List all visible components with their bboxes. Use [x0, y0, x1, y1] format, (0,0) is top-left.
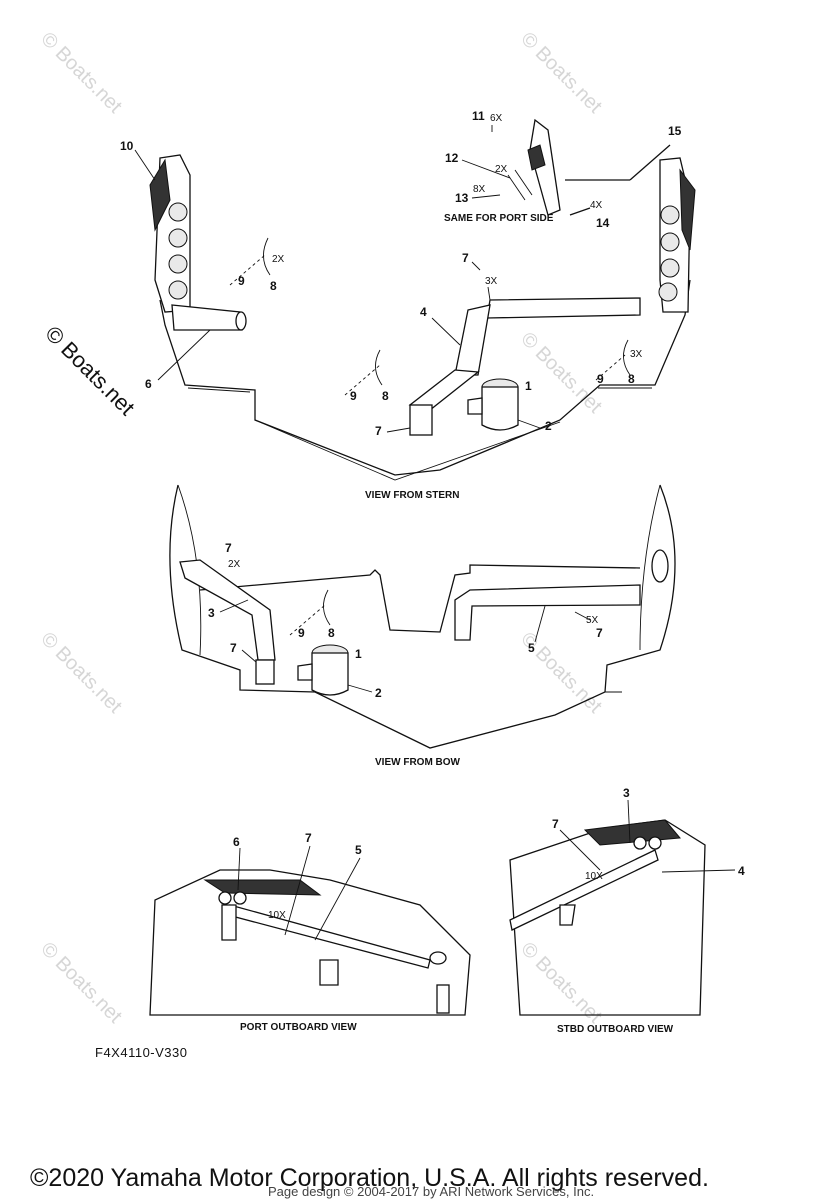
watermark: © Boats.net: [516, 28, 606, 118]
multiplier-10x: 10X: [268, 910, 286, 921]
part-label-2: 2: [545, 419, 552, 433]
bow-labels: 7 2X 3 9 8 7 1 2 5X 7 5 VIEW FROM BOW: [208, 541, 603, 768]
stern-view: [149, 154, 696, 481]
multiplier-3x: 3X: [630, 349, 643, 360]
multiplier-5x: 5X: [586, 615, 599, 626]
part-label-7: 7: [552, 817, 559, 831]
part-label-8: 8: [382, 389, 389, 403]
part-label-5: 5: [355, 843, 362, 857]
part-label-8: 8: [270, 279, 277, 293]
part-label-13: 13: [455, 191, 469, 205]
stbd-outboard-labels: 3 7 10X 4 STBD OUTBOARD VIEW: [552, 786, 745, 1035]
part-label-6: 6: [233, 835, 240, 849]
part-label-7: 7: [462, 251, 469, 265]
view-from-bow-label: VIEW FROM BOW: [375, 757, 461, 768]
bow-view: [169, 484, 676, 749]
multiplier-3x: 3X: [485, 276, 498, 287]
part-label-7: 7: [596, 626, 603, 640]
multiplier-10x: 10X: [585, 871, 603, 882]
copyright-text: ©2020 Yamaha Motor Corporation, U.S.A. A…: [30, 1164, 709, 1192]
part-label-9: 9: [597, 372, 604, 386]
multiplier-8x: 8X: [473, 184, 486, 195]
part-label-14: 14: [596, 216, 610, 230]
port-outboard-view-label: PORT OUTBOARD VIEW: [240, 1022, 357, 1033]
part-label-9: 9: [238, 274, 245, 288]
part-label-5: 5: [528, 641, 535, 655]
part-label-11: 11: [472, 109, 485, 123]
stbd-outboard-view-label: STBD OUTBOARD VIEW: [557, 1024, 674, 1035]
watermark: © Boats.net: [36, 28, 126, 118]
stern-labels: 10 11 6X 12 2X 13 8X SAME FOR PORT SIDE …: [120, 109, 682, 501]
part-label-7: 7: [225, 541, 232, 555]
part-label-4: 4: [738, 864, 745, 878]
part-label-9: 9: [298, 626, 305, 640]
part-label-3: 3: [623, 786, 630, 800]
multiplier-6x: 6X: [490, 113, 503, 124]
part-label-7: 7: [305, 831, 312, 845]
page-credit: Page design © 2004-2017 by ARI Network S…: [268, 1184, 594, 1199]
part-label-3: 3: [208, 606, 215, 620]
watermark: © Boats.net: [36, 628, 126, 718]
watermark-dark: © Boats.net: [40, 321, 139, 420]
part-label-10: 10: [120, 139, 134, 153]
diagram-code: F4X4110-V330: [95, 1045, 188, 1060]
part-label-2: 2: [375, 686, 382, 700]
port-side-inset: [507, 118, 671, 216]
part-label-7: 7: [375, 424, 382, 438]
port-outboard-labels: 6 7 5 10X PORT OUTBOARD VIEW: [233, 831, 362, 1033]
part-label-6: 6: [145, 377, 152, 391]
part-label-8: 8: [628, 372, 635, 386]
multiplier-2x: 2X: [272, 254, 285, 265]
view-from-stern-label: VIEW FROM STERN: [365, 490, 459, 501]
multiplier-4x: 4X: [590, 200, 603, 211]
stbd-outboard-view: [509, 819, 706, 1016]
part-label-4: 4: [420, 305, 427, 319]
part-label-15: 15: [668, 124, 682, 138]
part-label-1: 1: [525, 379, 532, 393]
multiplier-2x: 2X: [495, 164, 508, 175]
same-for-port-side-label: SAME FOR PORT SIDE: [444, 213, 554, 224]
part-label-12: 12: [445, 151, 459, 165]
port-outboard-view: [149, 869, 471, 1016]
part-label-9: 9: [350, 389, 357, 403]
watermark: © Boats.net: [36, 938, 126, 1028]
part-label-1: 1: [355, 647, 362, 661]
part-label-8: 8: [328, 626, 335, 640]
part-label-7: 7: [230, 641, 237, 655]
multiplier-2x: 2X: [228, 559, 241, 570]
watermark: © Boats.net: [516, 328, 606, 418]
